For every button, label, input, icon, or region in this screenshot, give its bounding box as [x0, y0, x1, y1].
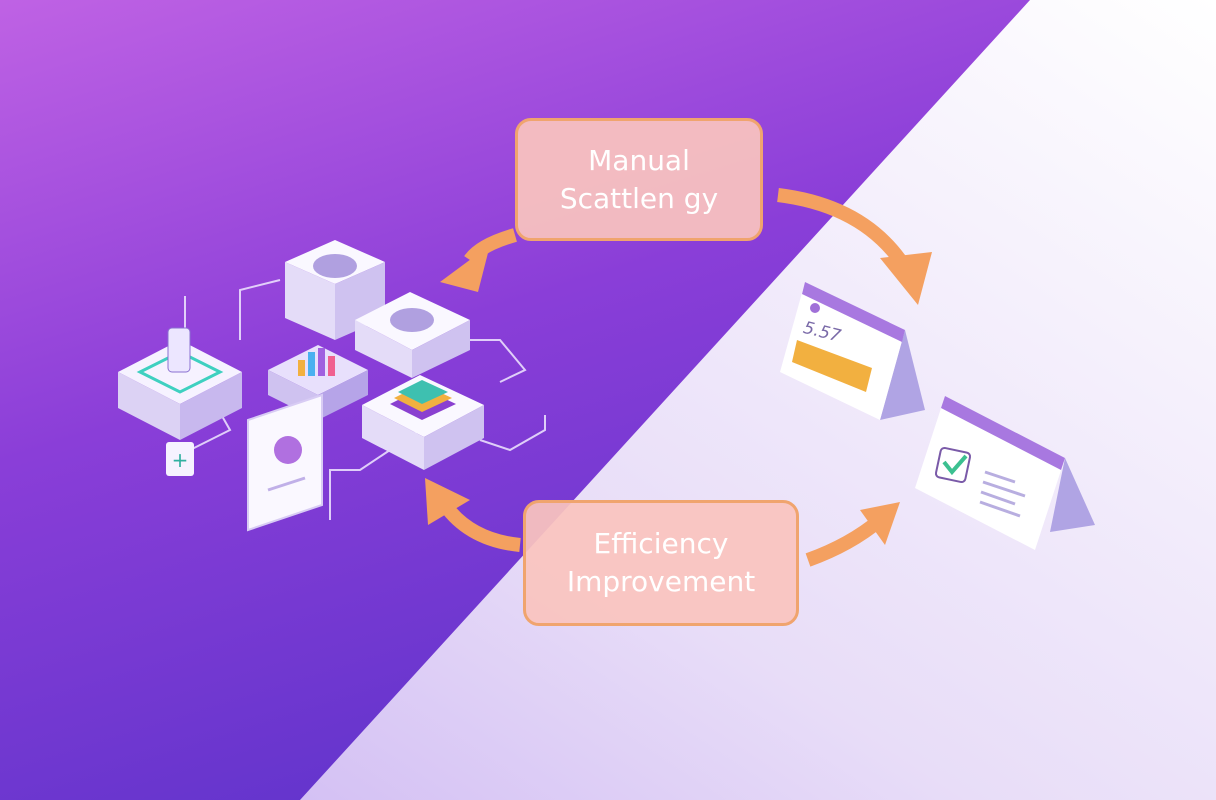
plus-icon: + — [172, 448, 189, 472]
purple-background — [0, 0, 1030, 800]
user-icon — [274, 436, 302, 464]
card-button — [792, 340, 872, 392]
layers-icon — [398, 380, 448, 404]
arrowhead-icon — [425, 478, 470, 525]
arrowhead-icon — [880, 252, 932, 305]
gear-icon — [313, 254, 357, 278]
phone-icon — [167, 327, 191, 373]
block-chart — [268, 345, 368, 420]
block-right — [355, 292, 470, 378]
card-bottom — [915, 396, 1095, 550]
efficiency-label-line1: Efficiency — [593, 527, 729, 560]
arrowhead-icon — [440, 245, 490, 292]
block-phone — [118, 327, 242, 440]
efficiency-label-line2: Improvement — [566, 565, 756, 598]
network-icon — [390, 308, 434, 332]
tablet — [247, 393, 323, 532]
manual-label-line1: Manual — [588, 143, 690, 177]
manual-label-line2: Scattlen gy — [559, 181, 719, 215]
manual-label-box: Manual Scattlen gy — [515, 118, 763, 241]
arrowhead-icon — [860, 502, 900, 545]
check-icon — [942, 454, 968, 476]
bar-chart-icon — [298, 360, 305, 376]
card-top — [780, 282, 925, 420]
plus-tile: + — [166, 442, 194, 476]
efficiency-label-box: Efficiency Improvement — [523, 500, 799, 626]
arrow-to-card-top — [777, 188, 906, 265]
arrow-to-blocks — [464, 228, 517, 265]
block-layers — [362, 375, 484, 470]
